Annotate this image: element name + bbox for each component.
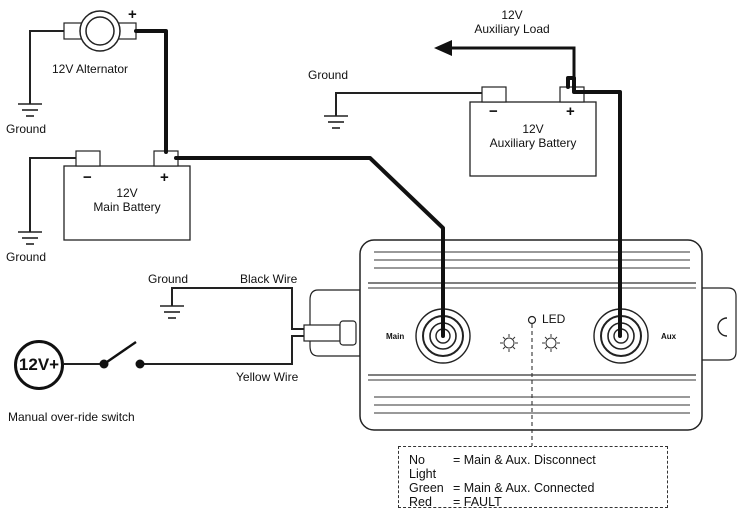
main-positive-cable	[174, 156, 445, 338]
led-icon	[527, 315, 537, 325]
aux-terminal-label: Aux	[661, 332, 677, 341]
legend-value: = Main & Aux. Disconnect	[453, 453, 596, 467]
ground-label-aux-battery: Ground	[308, 68, 349, 82]
main-battery-label: Main Battery	[93, 200, 161, 214]
main-terminal-label: Main	[386, 332, 405, 341]
aux-battery-plus: +	[566, 103, 575, 120]
aux-positive-cable	[566, 76, 622, 338]
aux-load-arrow-icon	[434, 40, 576, 78]
aux-battery-icon	[469, 86, 597, 177]
manual-switch-label: Manual over-ride switch	[8, 410, 135, 424]
led-label: LED	[542, 312, 566, 326]
main-battery-ground-wire	[29, 157, 76, 232]
black-wire-label: Black Wire	[240, 272, 298, 286]
aux-battery-ground-wire	[335, 92, 482, 116]
main-battery-minus: −	[83, 169, 92, 186]
adjust-dial-icon	[500, 334, 518, 352]
yellow-wire-label: Yellow Wire	[236, 370, 299, 384]
aux-battery-label: Auxiliary Battery	[489, 136, 577, 150]
alternator-icon	[63, 10, 137, 52]
black-wire	[171, 287, 304, 330]
power-source-12v: 12V+	[14, 340, 64, 390]
yellow-wire	[140, 335, 304, 365]
alternator-positive-wire	[134, 29, 168, 154]
adjust-dial-icon	[542, 334, 560, 352]
power-source-label: 12V+	[18, 355, 60, 374]
switch-icon	[99, 341, 145, 369]
aux-load-voltage: 12V	[501, 8, 523, 22]
main-battery-voltage: 12V	[116, 186, 138, 200]
legend-row: No Light = Main & Aux. Disconnect	[409, 453, 667, 481]
legend-key: Green	[409, 481, 444, 495]
led-legend: No Light = Main & Aux. Disconnect Green …	[398, 446, 668, 509]
mounting-slot-icon	[717, 317, 728, 337]
aux-load-label: Auxiliary Load	[474, 22, 550, 36]
legend-row: Red = FAULT	[409, 495, 667, 509]
ground-icon	[18, 231, 42, 245]
ground-icon	[324, 115, 348, 129]
ground-label-switch: Ground	[148, 272, 189, 286]
alternator-label: 12V Alternator	[52, 62, 129, 76]
ground-icon	[18, 103, 42, 117]
ground-icon	[160, 305, 184, 319]
aux-battery-minus: −	[489, 103, 498, 120]
legend-value: = Main & Aux. Connected	[453, 481, 595, 495]
ground-label-main-battery: Ground	[6, 250, 47, 264]
isolator-unit	[303, 239, 737, 431]
legend-value: = FAULT	[453, 495, 502, 509]
legend-key: No Light	[409, 453, 437, 481]
main-battery-icon	[63, 150, 191, 241]
main-battery-plus: +	[160, 169, 169, 186]
legend-key: Red	[409, 495, 432, 509]
alternator-plus-sign: +	[128, 6, 137, 23]
legend-row: Green = Main & Aux. Connected	[409, 481, 667, 495]
aux-battery-voltage: 12V	[522, 122, 544, 136]
ground-label-alternator: Ground	[6, 122, 47, 136]
alternator-ground-wire	[29, 30, 64, 104]
